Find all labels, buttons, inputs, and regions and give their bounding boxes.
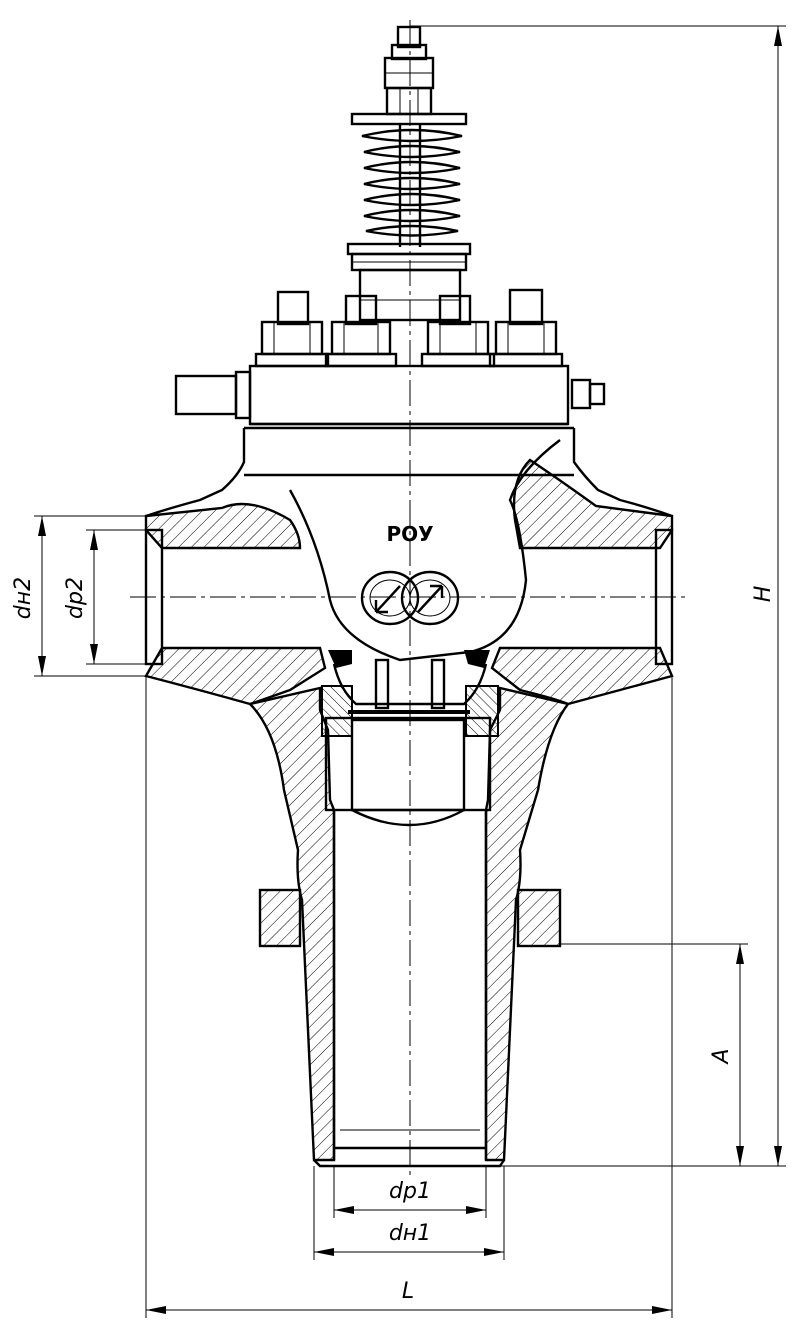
brand-label: РОУ — [386, 522, 433, 546]
dimension-H — [410, 25, 786, 1167]
dimension-dn2-dp2 — [34, 515, 162, 677]
spring-coil — [361, 128, 463, 237]
dimension-dp1-dn1 — [313, 1166, 505, 1260]
dimension-label-dn1: dн1 — [389, 1221, 431, 1246]
dimension-label-dp2: dр2 — [63, 577, 88, 619]
dimension-label-dp1: dр1 — [389, 1179, 431, 1204]
dimension-A — [560, 943, 748, 1166]
dimension-label-dn2: dн2 — [11, 577, 36, 619]
dimension-L — [145, 676, 673, 1318]
dimension-label-L: L — [402, 1279, 414, 1304]
brand-logo — [360, 570, 460, 626]
dimension-label-H: H — [751, 586, 776, 603]
bolt-nuts — [254, 288, 564, 368]
valve-seat-assembly — [321, 650, 499, 827]
dimension-label-A: A — [709, 1048, 734, 1065]
mounting-nut — [258, 888, 562, 948]
valve-body — [144, 428, 674, 1168]
bonnet-collar — [346, 242, 472, 322]
cover-flange — [174, 364, 606, 430]
